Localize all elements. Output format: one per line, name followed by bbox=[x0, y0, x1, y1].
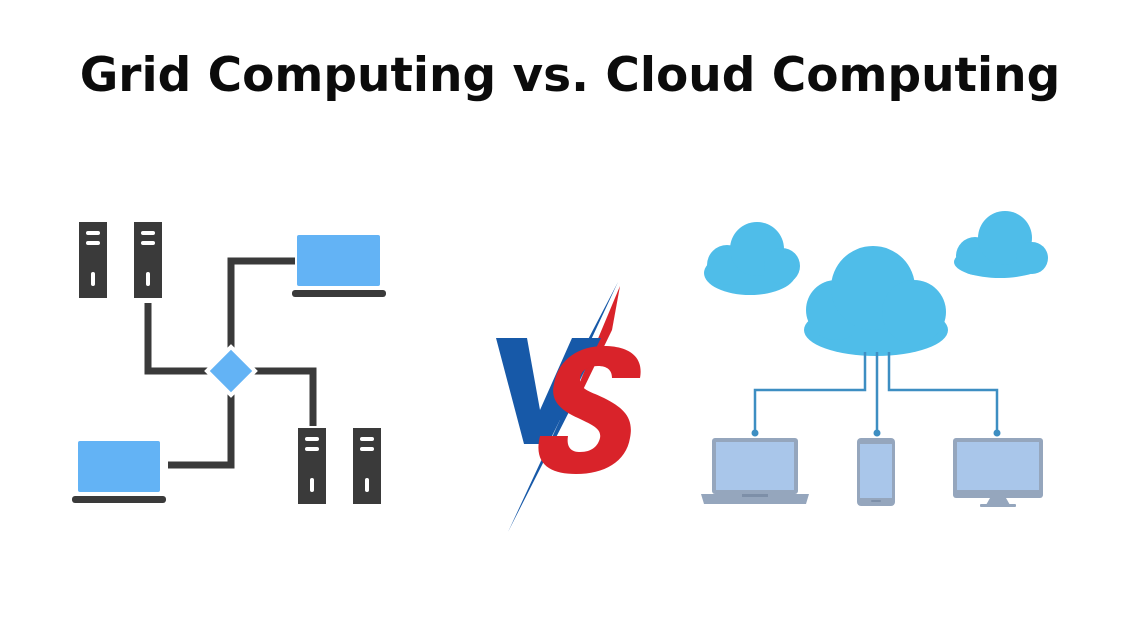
tablet-icon bbox=[857, 438, 895, 506]
laptop-icon bbox=[701, 438, 809, 504]
vs-letter-s bbox=[538, 346, 641, 474]
cloud-icon bbox=[954, 211, 1048, 278]
monitor-icon bbox=[953, 438, 1043, 507]
cloud-icon bbox=[704, 222, 800, 295]
cloud-computing-diagram bbox=[701, 211, 1048, 507]
server-icon bbox=[298, 428, 326, 504]
page-title: Grid Computing vs. Cloud Computing bbox=[79, 48, 1061, 103]
server-icon bbox=[353, 428, 381, 504]
cloud-icon bbox=[804, 246, 948, 356]
vs-logo bbox=[496, 282, 641, 532]
server-icon bbox=[79, 222, 107, 298]
grid-computing-diagram bbox=[72, 222, 386, 504]
hub-diamond-icon bbox=[204, 344, 258, 398]
cloud-link-lines bbox=[753, 352, 999, 432]
server-icon bbox=[134, 222, 162, 298]
grid-connector-lines bbox=[144, 257, 317, 469]
laptop-icon bbox=[72, 441, 166, 503]
laptop-icon bbox=[292, 235, 386, 297]
